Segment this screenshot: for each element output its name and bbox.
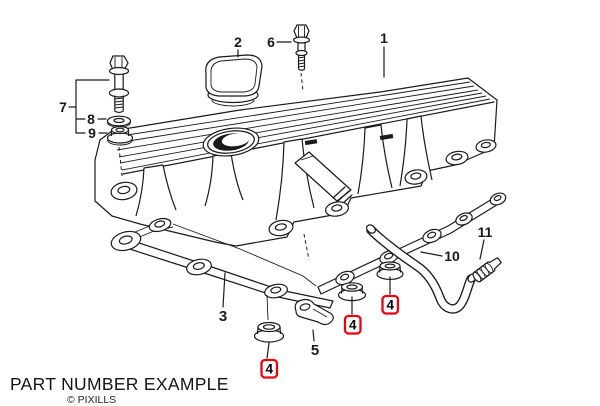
cover-bolt-bosses [110,139,497,237]
highlighted-callout-4-left[interactable]: 4 [260,358,279,379]
cover-slits [304,133,394,146]
callout-7: 7 [59,99,67,115]
bolt-assembly-drawing [108,55,130,114]
callout-10: 10 [444,248,460,264]
oil-filler-opening [202,127,260,157]
callout-5: 5 [311,342,319,359]
gasket-drawing [110,217,334,309]
leader-lines [68,41,485,359]
svg-text:4: 4 [349,318,357,333]
svg-text:4: 4 [266,362,274,377]
footer-heading: PART NUMBER EXAMPLE [10,374,229,394]
cover-supports [135,115,433,221]
hose-fitting-drawing [472,257,502,283]
callout-2: 2 [234,34,242,50]
callout-8: 8 [87,111,95,127]
highlighted-callout-4-right[interactable]: 4 [381,294,400,315]
grommet-drawing-right [376,261,404,281]
small-bolt-drawing [292,24,311,71]
callout-11: 11 [478,224,493,240]
grommet-drawing-left [253,294,285,343]
grommet-drawing-middle [337,282,367,302]
bolt-axis-dashed-line [300,72,304,92]
assembly-axis-dashed-line [118,146,123,177]
valve-cover-drawing [94,77,498,247]
oil-filler-cap-drawing [205,54,263,107]
gasket-right-section-drawing [317,192,507,295]
copyright-text: © PIXILLS [67,394,117,406]
highlighted-callout-4-middle[interactable]: 4 [343,314,362,335]
callout-9: 9 [88,125,96,141]
gasket-axis-dashed-line [303,233,310,261]
vent-hose-drawing [366,224,477,314]
callout-3: 3 [219,308,227,325]
seal-ring-drawing [106,125,134,146]
half-moon-gasket-drawing [294,298,334,326]
callout-6: 6 [267,34,275,50]
callout-1: 1 [380,30,388,46]
svg-text:4: 4 [387,298,395,313]
washer-drawing [106,115,132,128]
cover-ribs [113,81,495,175]
